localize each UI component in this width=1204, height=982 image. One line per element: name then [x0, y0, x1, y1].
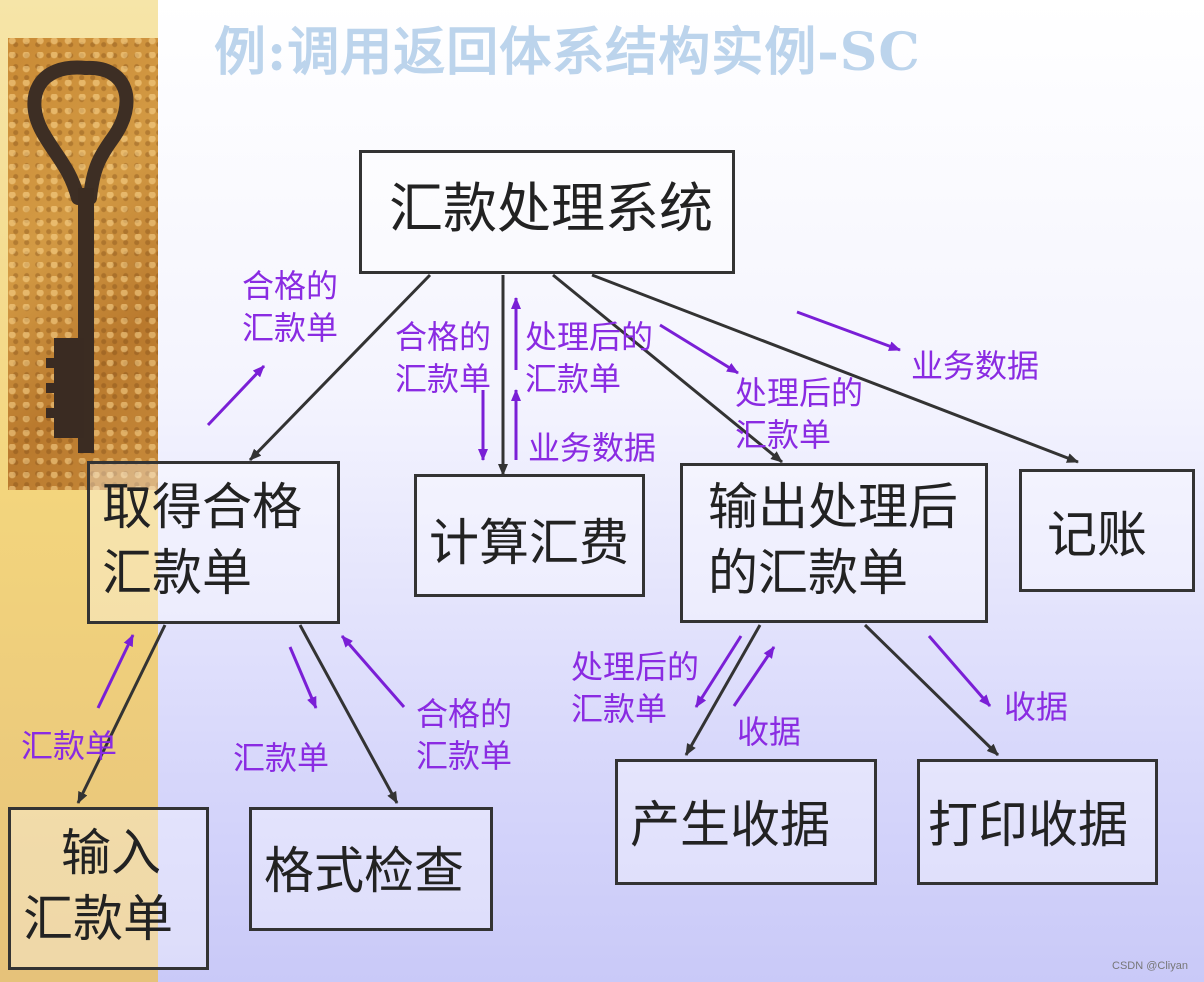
box-get-valid-line2: 汇款单 [102, 544, 252, 602]
box-root-label: 汇款处理系统 [389, 177, 713, 240]
key-image [8, 38, 158, 490]
flow-receipt-out [732, 646, 776, 707]
key-icon [27, 60, 134, 453]
flow-print-in [927, 635, 992, 707]
label-print-in: 收据 [1004, 688, 1069, 726]
label-check-in: 汇款单 [233, 739, 330, 777]
label-business-fee: 业务数据 [528, 429, 657, 467]
box-input-line2: 汇款单 [23, 890, 173, 948]
box-make-receipt-label: 产生收据 [630, 796, 830, 854]
flow-valid-up [206, 364, 266, 427]
box-output-processed: 输出处理后 的汇款单 [680, 463, 988, 623]
call-get-valid-to-input [76, 624, 167, 804]
call-output-to-receipt [684, 624, 762, 756]
flow-business-right [796, 310, 901, 352]
box-print-receipt-label: 打印收据 [928, 796, 1128, 854]
flow-check-in [288, 646, 318, 709]
call-root-to-output [552, 273, 783, 464]
box-output-line2: 的汇款单 [708, 544, 908, 602]
call-output-to-print [863, 623, 1000, 757]
label-receipt-in: 处理后的 汇款单 [571, 648, 700, 728]
page-title: 例:调用返回体系结构实例-SC [214, 22, 921, 83]
box-bookkeeping-label: 记账 [1047, 506, 1147, 564]
flow-processed-right [659, 323, 739, 375]
label-business-book: 业务数据 [911, 347, 1040, 385]
watermark: CSDN @Cliyan [1112, 960, 1188, 972]
box-format-check: 格式检查 [249, 807, 493, 931]
box-output-line1: 输出处理后 [708, 478, 958, 536]
box-compute-fee: 计算汇费 [414, 474, 645, 597]
box-root: 汇款处理系统 [359, 150, 735, 274]
box-print-receipt: 打印收据 [917, 759, 1158, 885]
box-make-receipt: 产生收据 [615, 759, 877, 885]
box-format-check-label: 格式检查 [264, 842, 464, 900]
flow-input-up [96, 634, 135, 709]
box-input-line1: 输入 [61, 824, 161, 882]
box-bookkeeping: 记账 [1019, 469, 1195, 592]
flow-receipt-in [694, 635, 743, 708]
call-get-valid-to-check [298, 624, 399, 804]
box-get-valid-line1: 取得合格 [102, 478, 302, 536]
label-valid-down: 合格的 汇款单 [395, 318, 492, 398]
label-input-out: 汇款单 [21, 727, 118, 765]
label-check-out: 合格的 汇款单 [416, 695, 513, 775]
label-receipt-out: 收据 [737, 713, 802, 751]
box-input-remittance: 输入 汇款单 [8, 807, 209, 970]
label-valid-up: 合格的 汇款单 [242, 267, 339, 347]
box-compute-fee-label: 计算汇费 [429, 514, 629, 572]
label-processed-up: 处理后的 汇款单 [525, 318, 654, 398]
flow-check-out [340, 635, 406, 708]
box-get-valid-remittance: 取得合格 汇款单 [87, 461, 340, 624]
label-processed-right: 处理后的 汇款单 [735, 374, 864, 454]
call-root-to-get-valid [248, 273, 432, 462]
call-root-to-bookkeeping [591, 273, 1079, 464]
